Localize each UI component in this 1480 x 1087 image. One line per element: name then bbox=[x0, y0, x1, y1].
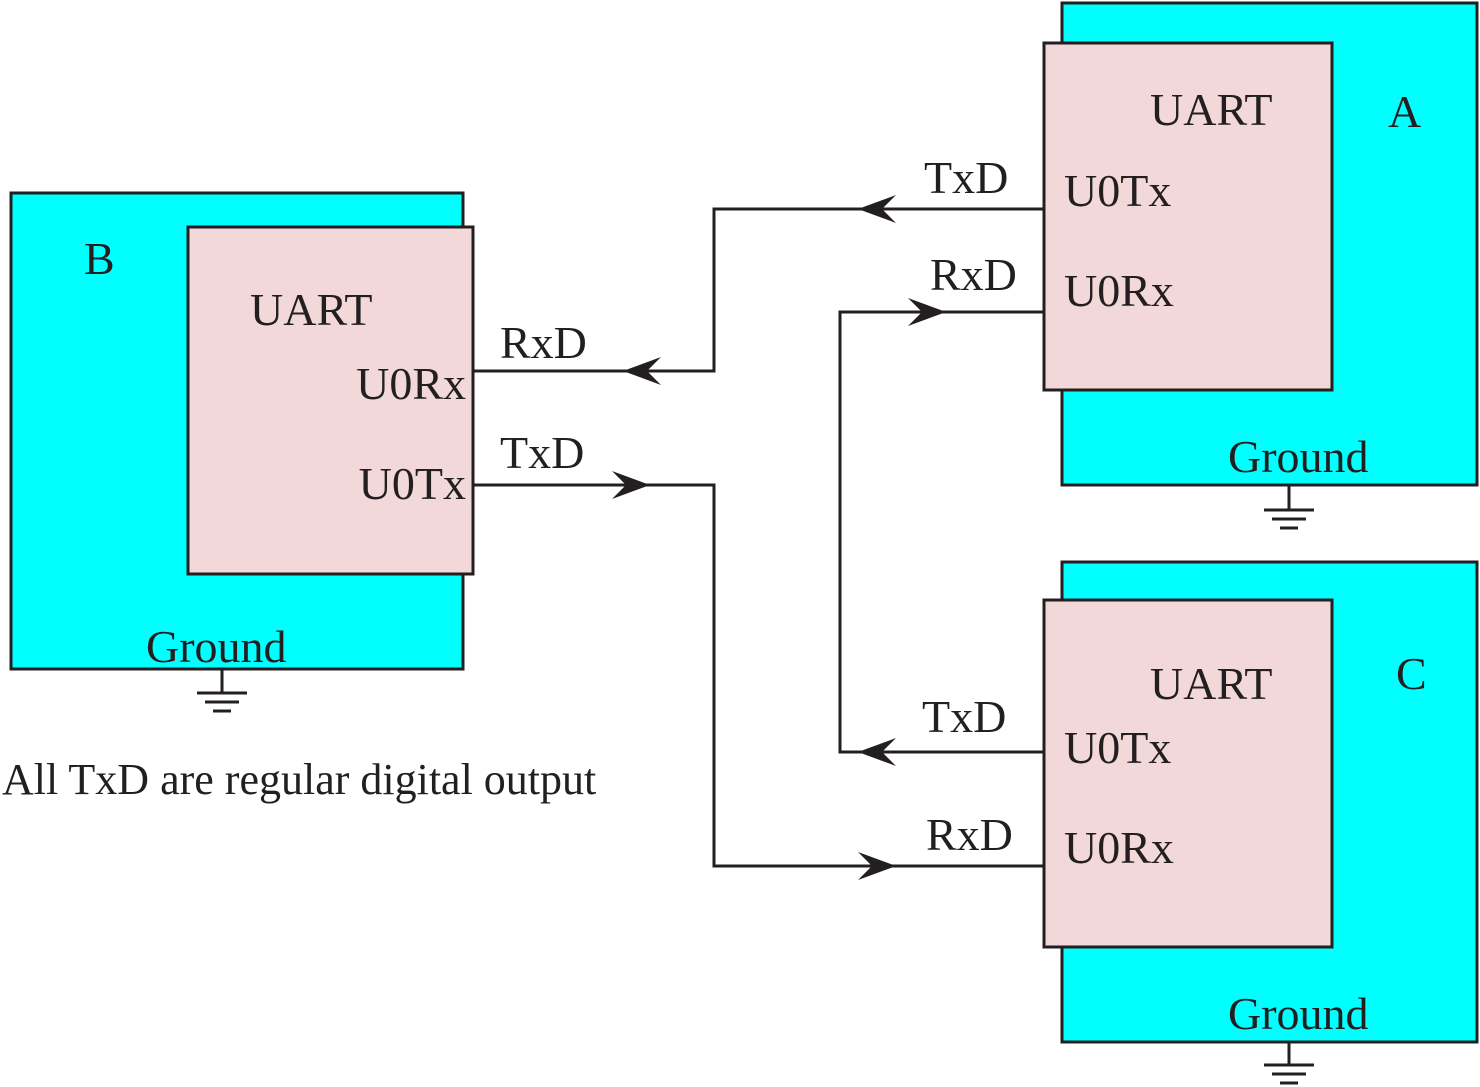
diagram-note: All TxD are regular digital output bbox=[2, 755, 596, 804]
wire-a-txd-to-b-rxd bbox=[473, 195, 1044, 385]
board-c-uart bbox=[1042, 598, 1334, 949]
signal-a-txd: TxD bbox=[924, 152, 1008, 203]
board-c: UART C U0Tx U0Rx Ground bbox=[1042, 560, 1479, 1085]
arrowhead-icon bbox=[858, 195, 896, 223]
signal-c-txd: TxD bbox=[922, 691, 1006, 742]
board-a-uart-label: UART bbox=[1150, 84, 1272, 135]
board-a-pin-u0rx: U0Rx bbox=[1064, 265, 1174, 316]
arrowhead-icon bbox=[858, 852, 896, 880]
board-b: B UART U0Rx U0Tx Ground bbox=[9, 191, 475, 713]
board-c-ground-label: Ground bbox=[1228, 988, 1369, 1039]
wire-b-txd-to-a-c-rxd bbox=[473, 471, 1044, 880]
ground-symbol-icon bbox=[1264, 1042, 1314, 1085]
board-b-uart bbox=[186, 225, 475, 576]
signal-b-rxd: RxD bbox=[500, 317, 587, 368]
ground-symbol-icon bbox=[1264, 485, 1314, 530]
board-a-ground-label: Ground bbox=[1228, 431, 1369, 482]
board-b-pin-u0tx: U0Tx bbox=[359, 458, 466, 509]
board-a-pin-u0tx: U0Tx bbox=[1064, 165, 1171, 216]
board-b-name: B bbox=[84, 233, 115, 284]
wire-c-txd-to-a-rxd bbox=[838, 298, 1044, 766]
board-c-name: C bbox=[1396, 648, 1427, 699]
board-a-uart bbox=[1042, 41, 1334, 392]
arrowhead-icon bbox=[612, 471, 650, 499]
signal-c-rxd: RxD bbox=[926, 809, 1013, 860]
board-b-ground-label: Ground bbox=[146, 621, 287, 672]
board-c-pin-u0rx: U0Rx bbox=[1064, 822, 1174, 873]
arrowhead-icon bbox=[858, 738, 896, 766]
signal-a-rxd: RxD bbox=[930, 249, 1017, 300]
board-c-uart-label: UART bbox=[1150, 658, 1272, 709]
signal-b-txd: TxD bbox=[500, 427, 584, 478]
board-b-pin-u0rx: U0Rx bbox=[356, 358, 466, 409]
board-b-uart-label: UART bbox=[250, 284, 372, 335]
arrowhead-icon bbox=[623, 357, 661, 385]
board-a-name: A bbox=[1388, 86, 1421, 137]
board-a: UART A U0Tx U0Rx Ground bbox=[1042, 1, 1479, 530]
arrowhead-icon bbox=[908, 298, 946, 326]
board-c-pin-u0tx: U0Tx bbox=[1064, 722, 1171, 773]
ground-symbol-icon bbox=[197, 669, 247, 713]
